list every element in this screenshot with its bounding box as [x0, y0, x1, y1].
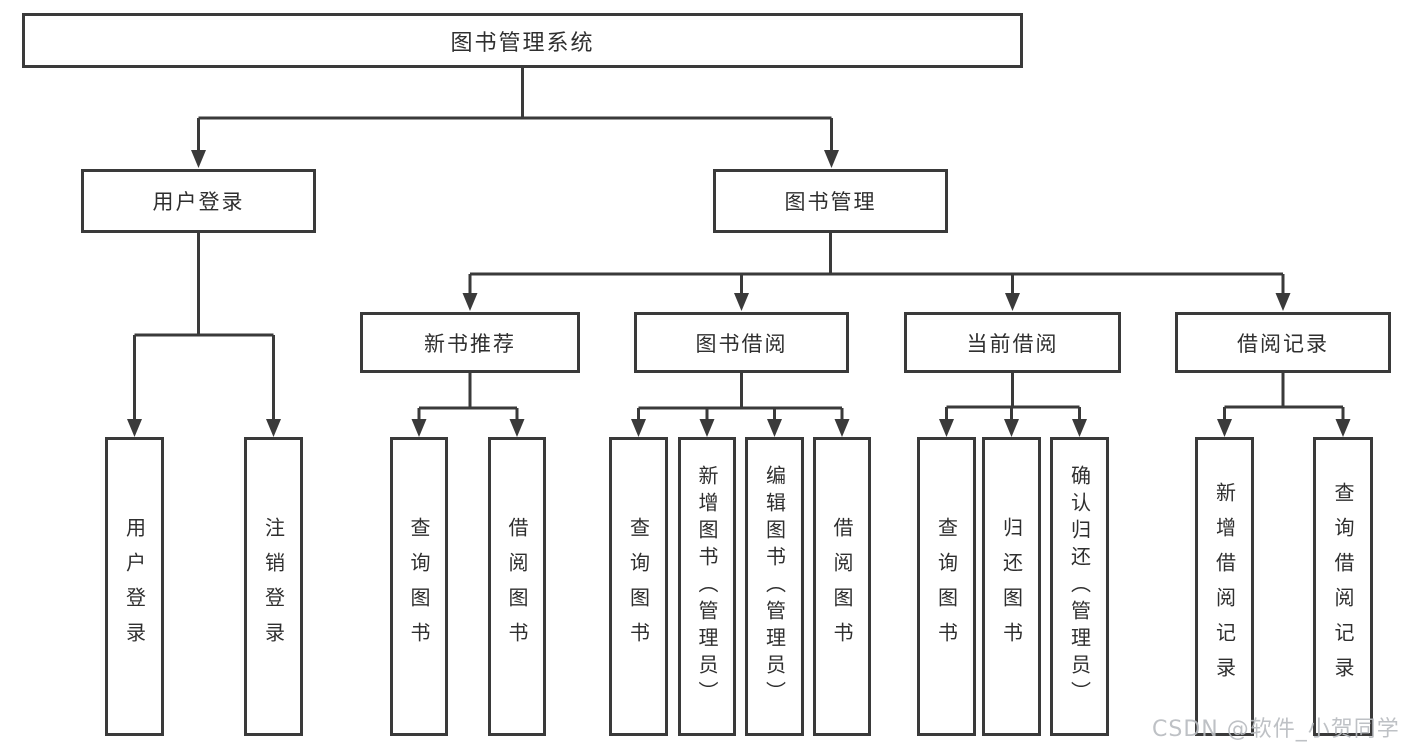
leaf-query-books-current: 查询图书	[917, 437, 976, 736]
node-label: 图书管理	[784, 190, 877, 214]
leaf-return-books: 归还图书	[982, 437, 1041, 736]
node-borrowing-records: 借阅记录	[1175, 312, 1391, 373]
node-label: 查询图书	[626, 516, 651, 657]
node-label: 查询借阅记录	[1331, 481, 1355, 692]
node-label: 新增图书（管理员）	[695, 465, 719, 708]
node-label: 用户登录	[152, 190, 245, 214]
node-new-book-recommendation: 新书推荐	[360, 312, 580, 373]
leaf-add-borrow-record: 新增借阅记录	[1195, 437, 1254, 736]
leaf-query-borrow-record: 查询借阅记录	[1313, 437, 1373, 736]
node-label: 当前借阅	[966, 331, 1059, 356]
leaf-borrow-books-recommend: 借阅图书	[488, 437, 546, 736]
node-book-management: 图书管理	[713, 169, 948, 233]
leaf-add-books-admin: 新增图书（管理员）	[678, 437, 736, 736]
node-label: 借阅图书	[830, 516, 854, 657]
leaf-user-login: 用户登录	[105, 437, 164, 736]
node-label: 注销登录	[261, 516, 286, 657]
leaf-query-books-borrow: 查询图书	[609, 437, 668, 736]
leaf-query-books-recommend: 查询图书	[390, 437, 448, 736]
node-label: 查询图书	[407, 516, 431, 657]
node-label: 归还图书	[999, 516, 1024, 657]
node-label: 借阅记录	[1237, 331, 1329, 356]
node-current-borrowing: 当前借阅	[904, 312, 1121, 373]
node-label: 用户登录	[122, 516, 147, 657]
leaf-borrow-books: 借阅图书	[813, 437, 871, 736]
leaf-confirm-return-admin: 确认归还（管理员）	[1050, 437, 1109, 736]
csdn-watermark: CSDN @软件_小贺同学	[1152, 717, 1400, 742]
node-book-borrowing: 图书借阅	[634, 312, 849, 373]
node-label: 新书推荐	[424, 331, 516, 356]
node-label: 查询图书	[934, 516, 959, 657]
node-label: 确认归还（管理员）	[1067, 465, 1092, 708]
node-label: 编辑图书（管理员）	[762, 465, 787, 708]
leaf-edit-books-admin: 编辑图书（管理员）	[745, 437, 804, 736]
node-label: 图书借阅	[695, 331, 788, 356]
node-library-management-system: 图书管理系统	[22, 13, 1023, 68]
node-label: 图书管理系统	[450, 30, 595, 56]
leaf-logout: 注销登录	[244, 437, 303, 736]
node-label: 新增借阅记录	[1212, 481, 1237, 692]
node-user-login: 用户登录	[81, 169, 316, 233]
node-label: 借阅图书	[505, 516, 529, 657]
